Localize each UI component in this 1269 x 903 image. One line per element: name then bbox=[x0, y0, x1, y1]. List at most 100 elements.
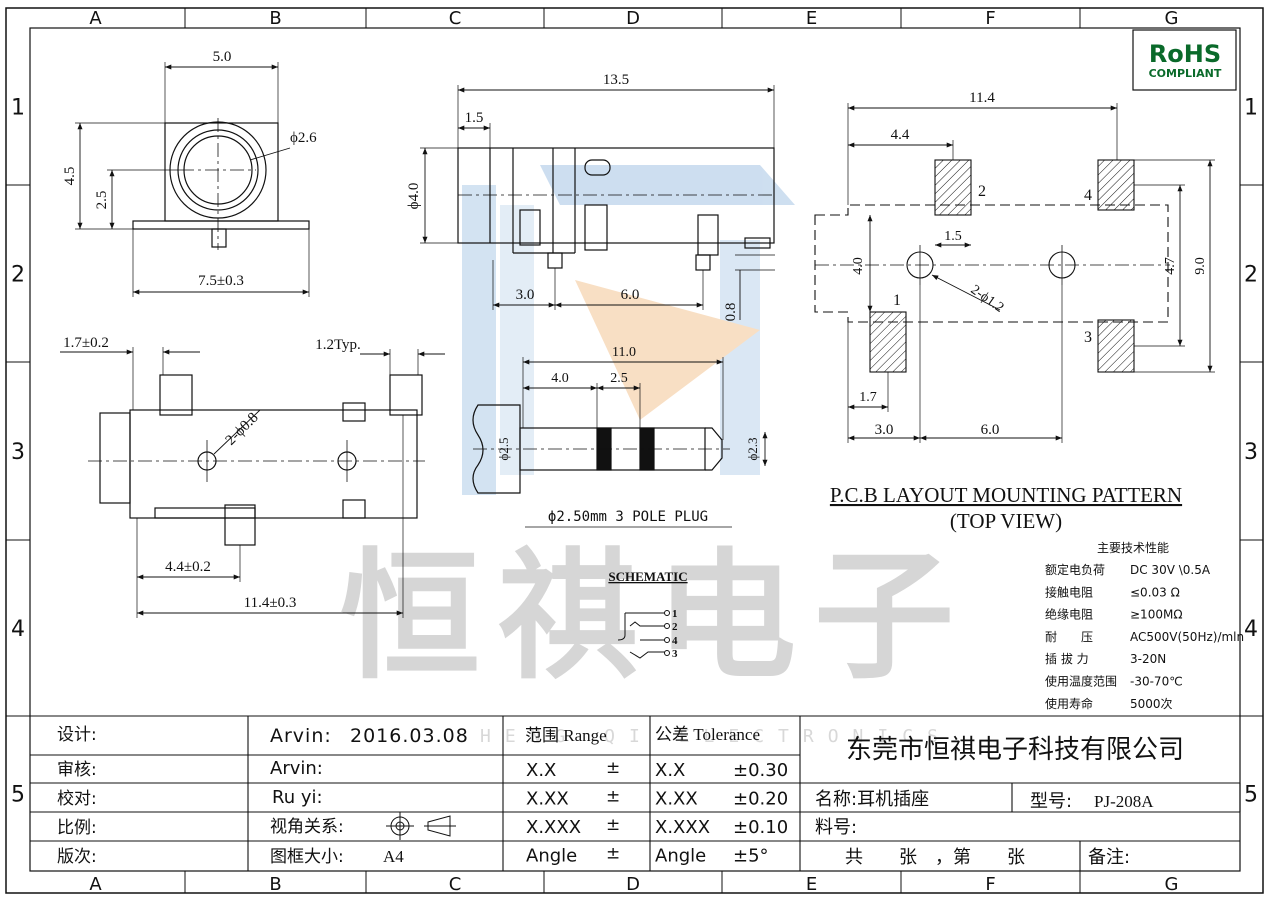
zone-row-1-right: 1 bbox=[1244, 96, 1258, 121]
zone-row-4-left: 4 bbox=[11, 617, 25, 642]
schematic-symbol bbox=[617, 610, 670, 659]
dim-pcb-pad-span: 4.7 bbox=[1163, 257, 1178, 275]
zone-row-2-left: 2 bbox=[11, 263, 25, 288]
dim-pcb-overall: 11.4 bbox=[969, 90, 995, 106]
zone-column-C-top: C bbox=[449, 8, 462, 29]
zone-row-2-right: 2 bbox=[1244, 263, 1258, 288]
model-label: 型号: bbox=[1030, 791, 1072, 812]
spec-label: 使用温度范围 bbox=[1045, 674, 1117, 689]
zone-column-B-bottom: B bbox=[269, 874, 281, 895]
dim-front-height: 4.5 bbox=[62, 167, 78, 186]
zone-column-G-top: G bbox=[1165, 8, 1179, 29]
outer-border bbox=[5, 7, 1264, 894]
spec-label: 接触电阻 bbox=[1045, 584, 1093, 599]
zone-row-5-left: 5 bbox=[11, 783, 25, 808]
dim-pcb-first: 4.4 bbox=[891, 127, 910, 143]
part-name: 名称:耳机插座 bbox=[815, 789, 929, 810]
spec-value: ≤0.03 Ω bbox=[1130, 585, 1180, 599]
zone-column-G-bottom: G bbox=[1165, 874, 1179, 895]
schematic-title: SCHEMATIC bbox=[608, 569, 687, 584]
dim-front-width: 5.0 bbox=[213, 49, 232, 65]
label-check: 校对: bbox=[57, 789, 97, 809]
reviewer-name: Arvin: bbox=[270, 758, 323, 779]
dim-plug-seg1: 4.0 bbox=[551, 371, 569, 386]
dim-pcb-pad-width: 1.5 bbox=[944, 229, 962, 244]
tolerance-label: X.X bbox=[655, 760, 685, 781]
dim-front-center: 2.5 bbox=[94, 191, 110, 210]
spec-value: -30-70℃ bbox=[1130, 675, 1183, 689]
pcb-pad-label-2: 2 bbox=[978, 183, 986, 200]
tolerance-value: ±0.30 bbox=[733, 760, 788, 781]
dim-pcb-height: 9.0 bbox=[1193, 257, 1208, 275]
range-value: X.XXX bbox=[526, 817, 581, 838]
zone-column-D-bottom: D bbox=[626, 874, 640, 895]
inner-border bbox=[29, 27, 1241, 872]
pcb-layout bbox=[814, 103, 1215, 443]
pcb-title: P.C.B LAYOUT MOUNTING PATTERN bbox=[830, 483, 1182, 507]
company-name: 东莞市恒祺电子科技有限公司 bbox=[846, 735, 1184, 765]
sheet-count: 共 张 ，第 张 bbox=[845, 847, 1025, 868]
watermark-text: 恒祺电子 bbox=[340, 536, 972, 699]
dim-side-diameter: ϕ4.0 bbox=[406, 183, 422, 210]
title-block bbox=[30, 715, 1241, 871]
zone-column-F-bottom: F bbox=[985, 874, 995, 895]
spec-value: AC500V(50Hz)/mln bbox=[1130, 630, 1244, 644]
plug-drawing bbox=[472, 357, 768, 494]
pcb-subtitle: (TOP VIEW) bbox=[950, 509, 1062, 533]
label-scale: 比例: bbox=[57, 818, 97, 838]
rohs-title: RoHS bbox=[1149, 40, 1221, 68]
rohs-subtitle: COMPLIANT bbox=[1149, 67, 1222, 80]
pcb-pad-label-1: 1 bbox=[893, 292, 901, 309]
dim-front-base: 7.5±0.3 bbox=[198, 273, 244, 289]
tolerance-value: ±0.10 bbox=[733, 817, 788, 838]
schematic-pin-1: 1 bbox=[672, 608, 678, 620]
material-number-label: 料号: bbox=[815, 817, 857, 838]
spec-label: 耐 压 bbox=[1045, 630, 1093, 644]
tolerance-label: X.XX bbox=[655, 789, 698, 810]
zone-row-5-right: 5 bbox=[1244, 783, 1258, 808]
range-symbol: ± bbox=[606, 844, 620, 864]
spec-label: 使用寿命 bbox=[1045, 696, 1093, 711]
label-review: 审核: bbox=[57, 760, 97, 780]
pcb-pad-label-3: 3 bbox=[1084, 329, 1092, 346]
dim-plug-dia-left: ϕ2.5 bbox=[496, 437, 511, 460]
dim-pcb-inner-height: 4.0 bbox=[851, 257, 866, 275]
dim-side-front: 1.5 bbox=[465, 110, 484, 126]
projection-label: 视角关系: bbox=[270, 817, 344, 837]
spec-value: 5000次 bbox=[1130, 697, 1173, 711]
dim-bottom-right: 1.2Typ. bbox=[315, 337, 361, 353]
zone-column-E-top: E bbox=[806, 8, 817, 29]
range-symbol: ± bbox=[606, 787, 620, 807]
tolerance-value: ±5° bbox=[733, 846, 769, 867]
spec-value: ≥100MΩ bbox=[1130, 608, 1182, 622]
dim-plug-total: 11.0 bbox=[612, 345, 636, 360]
spec-label: 额定电负荷 bbox=[1045, 562, 1105, 577]
range-symbol: ± bbox=[606, 815, 620, 835]
tolerance-header: 公差 Tolerance bbox=[655, 725, 760, 744]
zone-column-C-bottom: C bbox=[449, 874, 462, 895]
bottom-view bbox=[60, 347, 445, 618]
zone-row-3-left: 3 bbox=[11, 440, 25, 465]
schematic-pin-4: 4 bbox=[672, 635, 678, 647]
tolerance-value: ±0.20 bbox=[733, 789, 788, 810]
zone-column-B-top: B bbox=[269, 8, 281, 29]
schematic-pin-2: 2 bbox=[672, 621, 678, 633]
dim-side-pin-height: 0.8 bbox=[723, 303, 739, 322]
dim-front-hole: ϕ2.6 bbox=[290, 130, 317, 146]
frame-size-label: 图框大小: bbox=[270, 847, 344, 867]
zone-row-4-right: 4 bbox=[1244, 617, 1258, 642]
remark-label: 备注: bbox=[1088, 847, 1130, 868]
label-design: 设计: bbox=[57, 725, 97, 745]
dim-plug-dia-right: ϕ2.3 bbox=[745, 437, 760, 460]
zone-row-1-left: 1 bbox=[11, 96, 25, 121]
dim-side-pin1: 3.0 bbox=[516, 287, 535, 303]
zone-row-3-right: 3 bbox=[1244, 440, 1258, 465]
range-value: X.X bbox=[526, 760, 556, 781]
front-view bbox=[75, 62, 310, 297]
plug-caption: ϕ2.50mm 3 POLE PLUG bbox=[548, 509, 708, 525]
dim-bottom-left: 1.7±0.2 bbox=[63, 335, 109, 351]
dim-pcb-holes: 2-ϕ1.2 bbox=[968, 283, 1007, 316]
